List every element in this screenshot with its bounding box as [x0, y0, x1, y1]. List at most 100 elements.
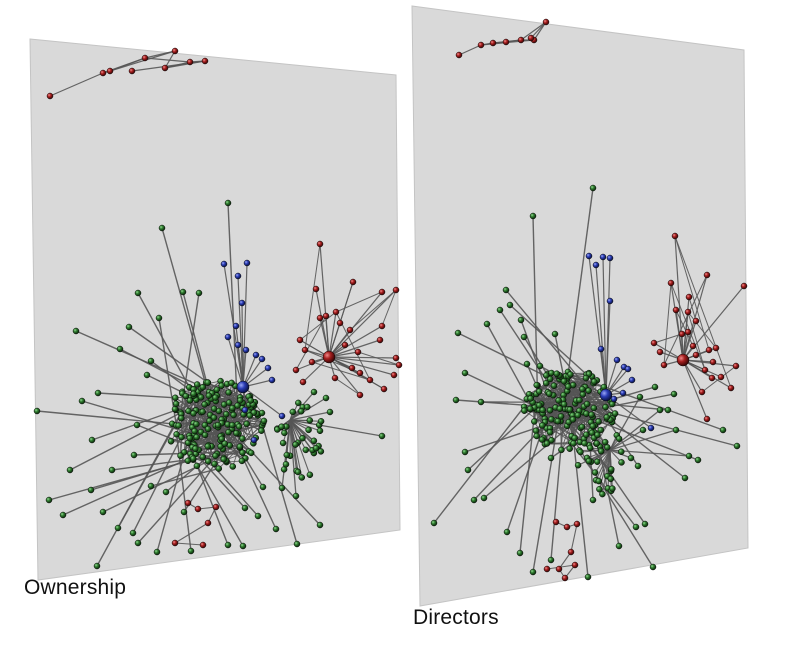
green-node	[310, 388, 318, 396]
green-node	[220, 456, 227, 463]
network-edge	[570, 523, 578, 553]
green-node	[298, 474, 306, 481]
blue-node	[624, 365, 632, 373]
green-node	[516, 549, 524, 557]
green-node	[564, 383, 572, 390]
network-edge	[164, 50, 176, 69]
red-node	[99, 69, 107, 77]
red-node	[684, 328, 692, 336]
red-node	[392, 354, 400, 362]
red-node	[376, 336, 384, 344]
red-node	[701, 366, 709, 374]
green-node	[233, 429, 240, 437]
green-node	[186, 397, 194, 404]
green-node	[529, 568, 537, 576]
green-node	[569, 416, 577, 423]
blue-node	[613, 356, 621, 364]
network-edge	[457, 332, 584, 396]
red-node	[349, 278, 357, 286]
green-node	[546, 407, 554, 414]
network-edge	[602, 256, 607, 396]
network-edge	[235, 325, 244, 388]
green-node	[611, 410, 619, 417]
green-node	[167, 438, 175, 445]
green-node	[147, 482, 155, 490]
green-node	[574, 461, 582, 469]
green-node	[289, 408, 297, 416]
network-edge	[609, 409, 661, 451]
green-node	[579, 385, 586, 393]
network-edge	[161, 227, 210, 396]
network-edge	[506, 421, 546, 533]
blue-node	[599, 388, 613, 402]
green-node	[602, 403, 609, 411]
green-node	[235, 423, 243, 430]
green-node	[477, 398, 485, 406]
network-edge	[595, 264, 607, 396]
green-node	[527, 395, 534, 402]
green-node	[316, 521, 324, 529]
network-edge	[227, 336, 244, 388]
green-node	[539, 406, 546, 414]
green-node	[190, 390, 197, 398]
green-node	[566, 406, 574, 413]
green-node	[609, 485, 616, 492]
blue-node	[238, 299, 246, 307]
red-node	[46, 92, 54, 100]
green-node	[88, 436, 96, 444]
green-node	[224, 541, 232, 549]
network-edge	[563, 187, 594, 405]
green-node	[594, 431, 601, 439]
green-node	[130, 451, 138, 459]
green-node	[193, 420, 200, 428]
green-node	[108, 466, 116, 474]
green-node	[239, 435, 246, 442]
green-node	[317, 448, 325, 455]
green-node	[533, 432, 540, 440]
green-node	[597, 447, 605, 455]
network-edge	[49, 72, 104, 97]
green-node	[615, 435, 623, 442]
green-node	[656, 406, 664, 414]
green-node	[78, 397, 86, 405]
green-node	[599, 490, 606, 498]
blue-node	[585, 252, 593, 260]
green-node	[517, 316, 525, 324]
green-node	[548, 416, 555, 423]
green-node	[205, 392, 213, 399]
red-node	[296, 336, 304, 344]
green-node	[134, 539, 142, 547]
network-edge	[499, 309, 562, 403]
network-edge	[289, 419, 313, 451]
red-node	[660, 361, 668, 369]
green-node	[546, 390, 553, 398]
green-node	[594, 458, 601, 465]
green-node	[229, 404, 236, 412]
blue-node	[258, 355, 266, 363]
green-node	[239, 542, 247, 550]
green-node	[586, 444, 594, 452]
green-node	[143, 371, 151, 379]
red-node	[332, 308, 340, 316]
red-node	[671, 232, 679, 240]
red-node	[502, 38, 510, 46]
red-node	[331, 374, 339, 382]
network-edge	[242, 386, 283, 417]
red-node	[705, 346, 713, 354]
green-node	[172, 400, 180, 408]
ownership-nodes	[33, 47, 403, 570]
blue-node	[647, 424, 655, 432]
green-node	[129, 529, 137, 537]
red-node	[517, 36, 525, 44]
green-node	[560, 378, 568, 385]
red-node	[312, 285, 320, 293]
red-node	[336, 319, 344, 327]
green-node	[212, 394, 219, 401]
red-node	[322, 312, 330, 320]
blue-node	[252, 351, 260, 359]
green-node	[210, 405, 218, 412]
red-node	[678, 330, 686, 338]
green-node	[193, 433, 200, 441]
green-node	[547, 454, 555, 462]
green-node	[210, 414, 218, 421]
